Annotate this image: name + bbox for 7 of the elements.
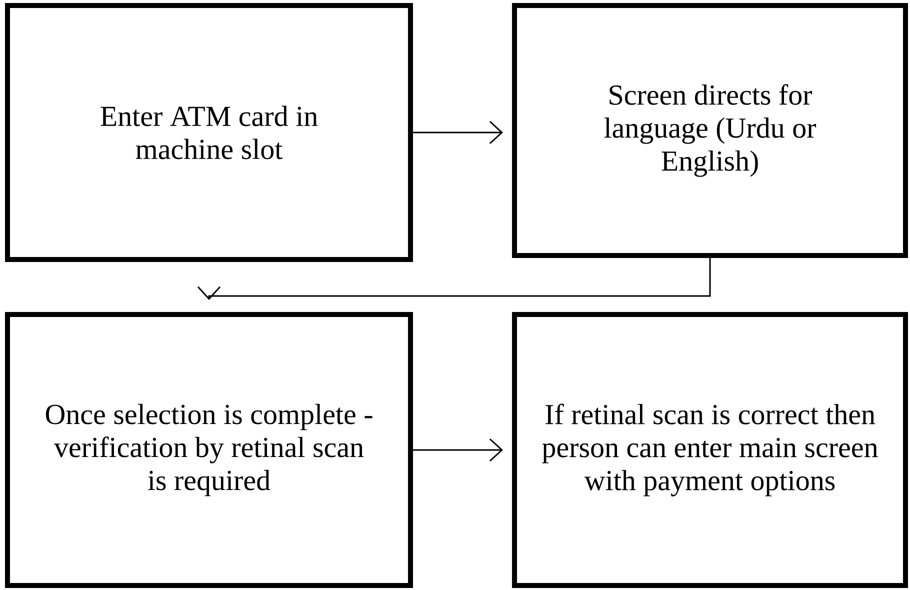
arrow [413,120,503,144]
process-box: Screen directs for language (Urdu or English) [512,3,908,258]
process-box: Enter ATM card in machine slot [5,3,413,262]
arrow [197,258,711,300]
process-box: Once selection is complete - verification by retinal scan is required [5,312,413,588]
arrow [413,438,503,462]
process-box: If retinal scan is correct then person can enter main screen with payment options [512,312,908,588]
